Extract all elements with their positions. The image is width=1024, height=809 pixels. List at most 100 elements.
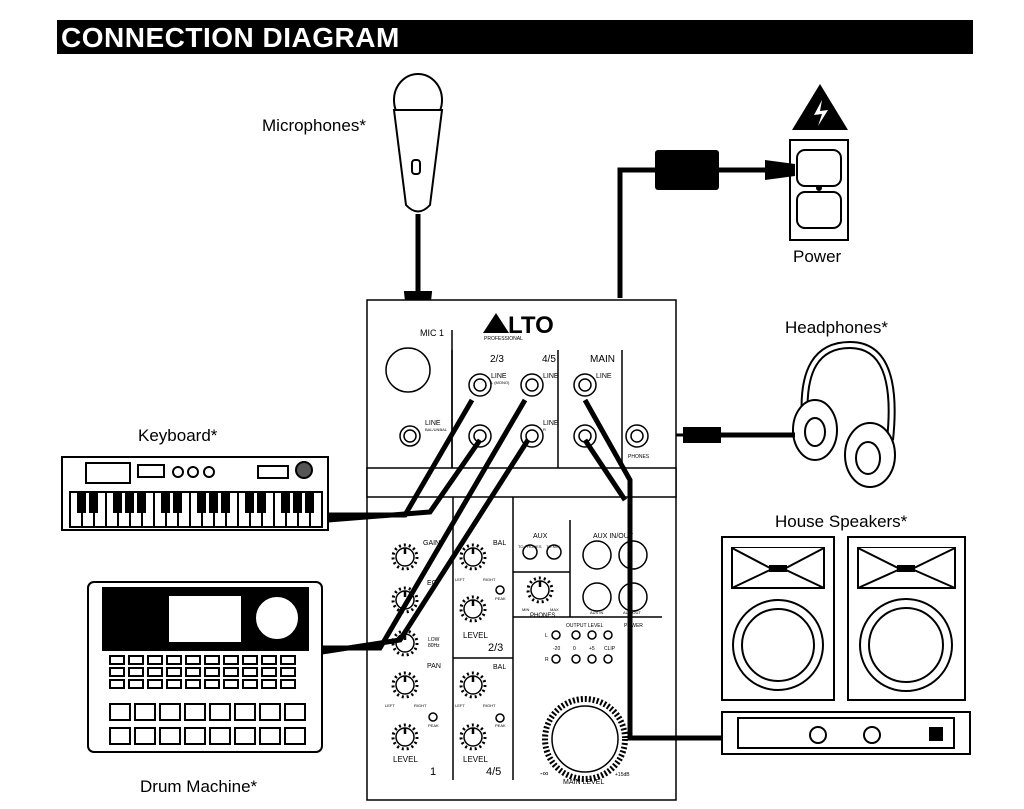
drum-pad xyxy=(284,727,306,745)
house-speakers-label: House Speakers* xyxy=(775,512,908,531)
peak-label: PEAK xyxy=(495,723,506,728)
drum-button xyxy=(185,655,201,665)
drum-button xyxy=(166,679,182,689)
ch45-strip-label: 4/5 xyxy=(486,766,501,778)
line-r-label: R xyxy=(543,427,546,432)
jack-hole xyxy=(525,429,539,443)
drum-pad xyxy=(284,703,306,721)
power-led-label: POWER xyxy=(624,623,643,629)
to-mix-label: TO MIX xyxy=(546,544,560,549)
drum-button xyxy=(242,679,258,689)
mixer xyxy=(366,299,677,801)
meter-l-label: L xyxy=(545,633,548,639)
main-level-label: MAIN LEVEL xyxy=(563,779,604,786)
line-label: LINE xyxy=(596,373,612,380)
microphones-label: Microphones* xyxy=(262,116,366,135)
drum-button xyxy=(147,679,163,689)
phones-jack-label: PHONES xyxy=(628,454,650,460)
power-cable xyxy=(617,150,795,298)
meter-label: 0 xyxy=(573,646,576,652)
left-label: LEFT xyxy=(455,577,465,582)
black-key xyxy=(113,491,122,513)
peak-label: PEAK xyxy=(495,596,506,601)
bal-unbal-label: BAL/UNBAL xyxy=(425,427,448,432)
low-freq-label: 80Hz xyxy=(428,643,440,649)
brand-sub: PROFESSIONAL xyxy=(484,336,523,342)
line-label: LINE xyxy=(543,373,559,380)
brand-logo: LTO xyxy=(508,312,554,339)
aux-in-label: AUX IN xyxy=(590,610,603,615)
led xyxy=(571,630,581,640)
low-label: LOW xyxy=(428,637,440,643)
line-label: LINE xyxy=(543,420,559,427)
drum-button xyxy=(147,667,163,677)
headphones-icon xyxy=(792,340,896,488)
power-outlet-icon xyxy=(789,139,849,241)
input-cables xyxy=(321,398,722,741)
led xyxy=(571,654,581,664)
drum-machine-label: Drum Machine* xyxy=(140,777,258,796)
left-label: LEFT xyxy=(385,703,395,708)
warning-icon xyxy=(792,84,848,130)
drum-pad xyxy=(234,727,256,745)
peak-label: PEAK xyxy=(428,723,439,728)
drum-button xyxy=(223,655,239,665)
left-label: LEFT xyxy=(455,703,465,708)
right-label: RIGHT xyxy=(414,703,427,708)
drum-pad xyxy=(134,703,156,721)
drum-button xyxy=(109,679,125,689)
neg-inf-label: -∞ xyxy=(540,769,549,778)
led xyxy=(603,630,613,640)
drum-pad xyxy=(184,703,206,721)
jack-hole xyxy=(630,429,644,443)
main-label: MAIN xyxy=(590,354,615,365)
black-key xyxy=(125,491,134,513)
black-key xyxy=(281,491,290,513)
black-key xyxy=(77,491,86,513)
drum-button xyxy=(261,667,277,677)
eq-label: EQ xyxy=(427,580,438,587)
led xyxy=(551,654,561,664)
drum-pad xyxy=(234,703,256,721)
house-speakers-icon xyxy=(721,536,966,701)
keyboard-label: Keyboard* xyxy=(138,426,218,445)
right-label: RIGHT xyxy=(483,577,496,582)
aux-in-out-label: AUX IN/OUT xyxy=(593,533,634,540)
level-label: LEVEL xyxy=(463,755,488,764)
black-key xyxy=(245,491,254,513)
max-label: MAX xyxy=(550,607,559,612)
bal-label: BAL xyxy=(493,664,506,671)
drum-button xyxy=(204,655,220,665)
plus15-label: +15dB xyxy=(615,772,630,778)
drum-button xyxy=(128,667,144,677)
drum-button xyxy=(185,667,201,677)
line-label: LINE xyxy=(425,420,441,427)
drum-pad xyxy=(109,703,131,721)
drum-button xyxy=(147,655,163,665)
drum-button xyxy=(223,679,239,689)
title-bar: CONNECTION DIAGRAM xyxy=(57,20,973,54)
ch23-label: 2/3 xyxy=(490,354,504,365)
gain-label: GAIN xyxy=(423,540,440,547)
black-key xyxy=(137,491,146,513)
meter-label: +5 xyxy=(589,646,595,652)
ch23-strip-label: 2/3 xyxy=(488,642,503,654)
drum-pad xyxy=(184,727,206,745)
jack-hole xyxy=(525,378,539,392)
phones-label: PHONES xyxy=(530,613,555,619)
drum-pad xyxy=(109,727,131,745)
mic1-label: MIC 1 xyxy=(420,328,444,338)
keyboard-icon xyxy=(61,456,329,531)
drum-button xyxy=(109,655,125,665)
drum-button xyxy=(109,667,125,677)
drum-machine-icon xyxy=(87,581,323,753)
min-label: MIN xyxy=(522,607,529,612)
level-label: LEVEL xyxy=(393,755,418,764)
drum-pad xyxy=(259,703,281,721)
drum-pad xyxy=(134,727,156,745)
drum-button xyxy=(242,655,258,665)
drum-button xyxy=(261,679,277,689)
drum-button xyxy=(261,655,277,665)
to-phones-label: TO PHONES xyxy=(518,544,542,549)
